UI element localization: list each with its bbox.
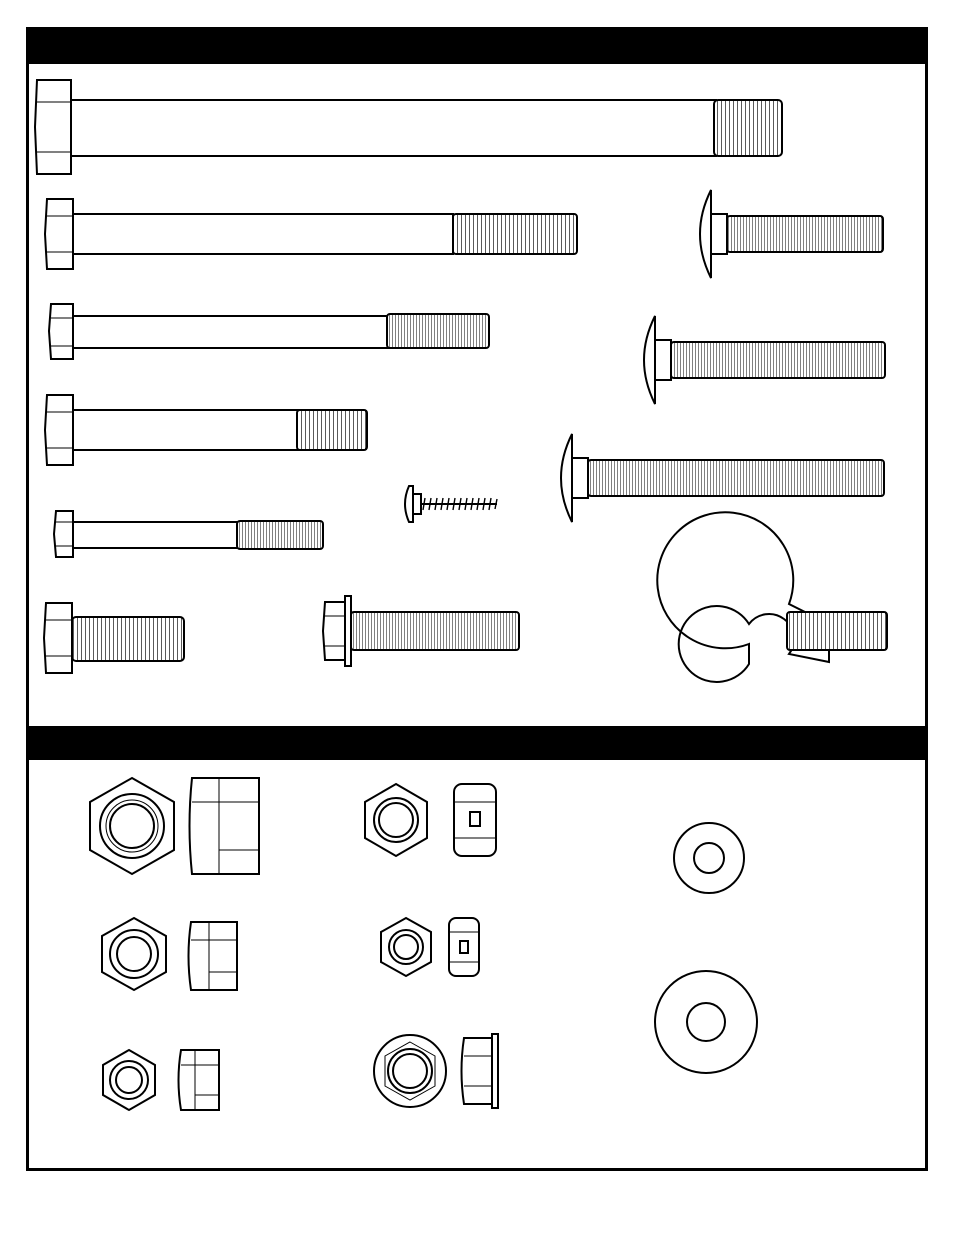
- carriage-bolt-1: [700, 190, 883, 278]
- hex-bolt-2: [45, 199, 577, 269]
- bolts-panel: [29, 64, 925, 726]
- flange-nut: [374, 1034, 498, 1108]
- bolts-section-header: [29, 30, 925, 64]
- hex-bolt-3: [49, 304, 489, 359]
- flat-washer-small: [674, 823, 744, 893]
- carriage-bolt-2: [644, 316, 885, 404]
- bolts-illustration: [29, 64, 925, 726]
- nylon-lock-nut-medium: [102, 918, 237, 990]
- nuts-illustration: [29, 760, 925, 1168]
- flange-bolt: [323, 596, 519, 666]
- hex-nut-medium: [365, 784, 496, 856]
- carriage-bolt-3: [561, 434, 884, 522]
- hex-bolt-1: [35, 80, 782, 174]
- pan-head-screw: [405, 486, 497, 522]
- nylon-lock-nut-small: [103, 1050, 219, 1110]
- hardware-identifier-frame: [26, 27, 928, 1171]
- hex-nut-small: [381, 918, 479, 976]
- hex-bolt-6: [44, 603, 184, 673]
- hex-bolt-5: [54, 511, 323, 557]
- eye-hook-bolt: [657, 512, 887, 682]
- nylon-lock-nut-large: [90, 778, 259, 874]
- nuts-section-header: [29, 726, 925, 760]
- flat-washer-large: [655, 971, 757, 1073]
- nuts-panel: [29, 760, 925, 1168]
- hex-bolt-4: [45, 395, 367, 465]
